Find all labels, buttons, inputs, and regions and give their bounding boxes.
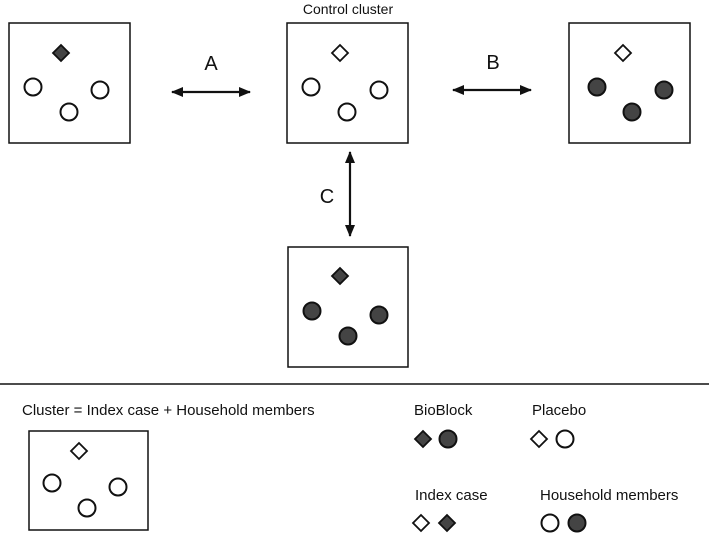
arrow-a: A: [171, 53, 251, 97]
filled-diamond-icon: [413, 429, 433, 449]
empty-diamond-icon: [411, 513, 431, 533]
household-member-circle: [338, 326, 358, 346]
arrow-a-label: A: [204, 53, 218, 75]
cluster-left: [8, 22, 131, 144]
index-case-diamond: [613, 43, 633, 63]
empty-diamond-icon: [529, 429, 549, 449]
arrow-c-label: C: [320, 186, 334, 208]
legend-placebo-symbols: [529, 429, 575, 449]
household-member-circle: [369, 305, 389, 325]
cluster-right: [568, 22, 691, 144]
index-case-diamond: [330, 43, 350, 63]
index-case-diamond: [51, 43, 71, 63]
legend-household-members-label: Household members: [540, 487, 678, 504]
household-member-circle: [23, 77, 43, 97]
control-cluster-title: Control cluster: [303, 1, 394, 17]
household-member-circle: [654, 80, 674, 100]
household-member-circle: [77, 498, 97, 518]
legend-bioblock-label: BioBlock: [414, 402, 473, 419]
legend: Cluster = Index case + Household members…: [22, 402, 678, 533]
empty-circle-icon: [555, 429, 575, 449]
filled-circle-icon: [567, 513, 587, 533]
legend-placebo-label: Placebo: [532, 402, 586, 419]
household-member-circle: [302, 301, 322, 321]
legend-example-cluster: [28, 430, 149, 531]
arrow-b-label: B: [486, 52, 499, 74]
household-member-circle: [59, 102, 79, 122]
filled-diamond-icon: [437, 513, 457, 533]
cluster-definition-label: Cluster = Index case + Household members: [22, 402, 315, 419]
legend-bioblock-symbols: [413, 429, 458, 449]
filled-circle-icon: [438, 429, 458, 449]
household-member-circle: [622, 102, 642, 122]
arrow-c: C: [320, 151, 355, 237]
cluster-bottom: [287, 246, 409, 368]
household-member-circle: [369, 80, 389, 100]
household-member-circle: [90, 80, 110, 100]
legend-index-case-symbols: [411, 513, 457, 533]
household-member-circle: [301, 77, 321, 97]
household-member-circle: [42, 473, 62, 493]
household-member-circle: [587, 77, 607, 97]
household-member-circle: [108, 477, 128, 497]
household-member-circle: [337, 102, 357, 122]
arrow-b: B: [452, 52, 532, 95]
legend-household-members-symbols: [540, 513, 587, 533]
empty-circle-icon: [540, 513, 560, 533]
index-case-diamond: [69, 441, 89, 461]
index-case-diamond: [330, 266, 350, 286]
cluster-control: [286, 22, 409, 144]
legend-index-case-label: Index case: [415, 487, 488, 504]
